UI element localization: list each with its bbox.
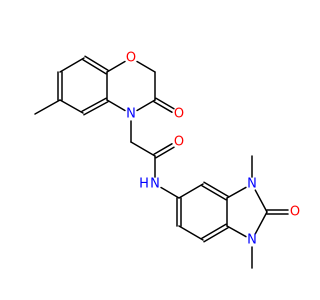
bond-c3-o2-line1 <box>155 97 175 110</box>
atom-label-h1: H <box>139 177 149 192</box>
background <box>0 0 300 300</box>
bond-a1-a2 <box>59 99 84 114</box>
atom-label-n3: N <box>247 233 257 248</box>
atom-label-o4: O <box>290 205 300 220</box>
atom-label-n4: N <box>247 177 257 192</box>
bond-ca-o3-line1 <box>153 143 173 156</box>
bond-a2-a3-line1 <box>81 97 107 112</box>
bond-b3-b4-line1 <box>201 223 227 240</box>
bond-b5-b6-line2 <box>203 181 229 198</box>
bond-a4-a5-line2 <box>84 55 109 72</box>
atom-label-o2: O <box>174 107 184 122</box>
bond-c3-n1 <box>136 99 156 112</box>
bond-a4-o1 <box>106 60 126 73</box>
bond-b2-b3 <box>178 225 204 241</box>
bond-o1-c2 <box>136 60 156 73</box>
bond-n1-a3 <box>106 99 126 112</box>
atom-label-o1: O <box>126 51 136 66</box>
bond-b4-n3 <box>226 225 247 238</box>
bond-b6-b1 <box>178 183 204 199</box>
bond-a5-a6 <box>59 57 85 73</box>
bond-n4-b5 <box>226 186 247 199</box>
atom-label-n1: N <box>126 107 136 122</box>
bond-n2-b1 <box>160 186 180 199</box>
atom-label-o3: O <box>174 135 184 150</box>
bond-b5-b6-line1 <box>201 184 227 201</box>
bond-c3-o2-line2 <box>153 100 173 113</box>
bond-n3-c5 <box>254 211 268 235</box>
bond-me1-a1 <box>34 99 61 115</box>
bond-layer <box>34 55 289 269</box>
bond-a4-a5-line1 <box>82 58 107 75</box>
bond-b3-b4-line2 <box>203 226 229 243</box>
bond-ch2-ca <box>130 141 156 157</box>
atom-label-n2: N <box>150 177 160 192</box>
bond-a2-a3-line2 <box>83 101 109 116</box>
bond-c5-n4 <box>254 189 268 213</box>
bond-ca-o3-line2 <box>155 146 175 159</box>
